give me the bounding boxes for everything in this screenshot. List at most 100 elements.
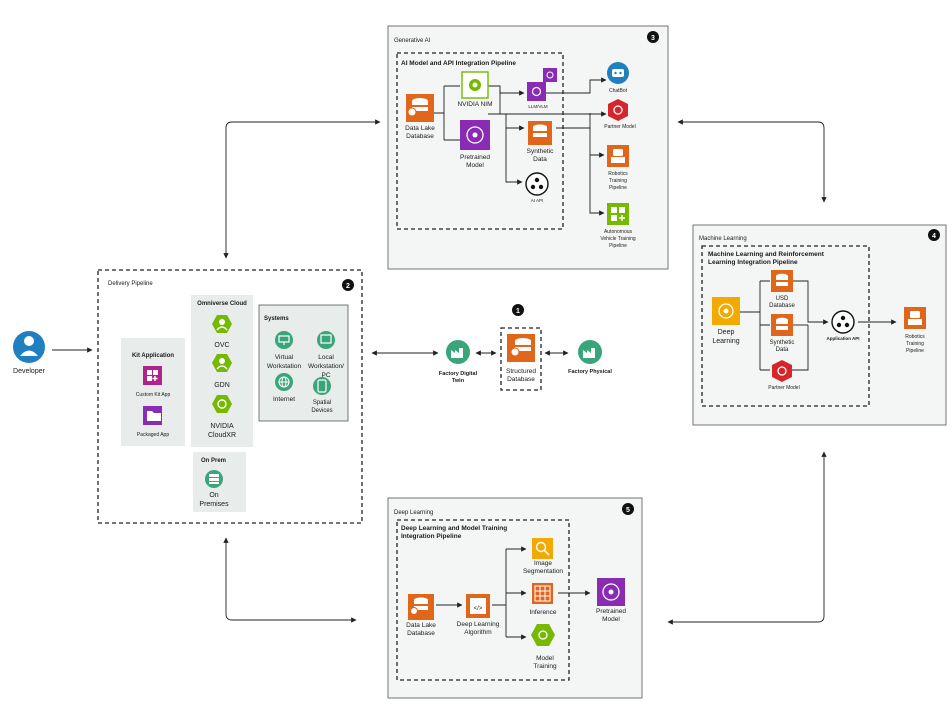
developer-icon	[13, 331, 45, 363]
connectors	[52, 119, 827, 625]
factory-physical-label: Factory Physical	[568, 369, 612, 375]
usd-database-icon	[771, 270, 793, 292]
on-premises-label-1: On	[209, 492, 218, 499]
inference-label: Inference	[529, 609, 556, 616]
usd-database-label-2: Database	[769, 303, 795, 309]
ml-deep-learning-label-1: Deep	[718, 329, 735, 336]
kit-application-title: Kit Application	[132, 353, 174, 359]
ml-pipeline-title-2: Learning Integration Pipeline	[708, 259, 798, 266]
usd-database-label-1: USD	[776, 296, 789, 302]
autonomous-vehicle-label-3: Pipeline	[609, 243, 627, 249]
ml-synthetic-label-1: Synthetic	[770, 340, 795, 346]
packaged-app-label: Packaged App	[137, 432, 169, 438]
omniverse-cloud-title: Omniverse Cloud	[197, 301, 247, 307]
image-segmentation-label-1: Image	[534, 560, 552, 567]
dl-algorithm-label-1: Deep Learning	[457, 621, 500, 628]
local-workstation-label-1: Local	[318, 354, 334, 361]
custom-kit-app-label: Custom Kit App	[136, 392, 171, 398]
generative-ai-title: Generative AI	[394, 38, 431, 44]
genai-pretrained-label-1: Pretrained	[460, 154, 490, 161]
genai-robotics-label-1: Robotics	[608, 171, 628, 177]
genai-robotics-label-3: Pipeline	[609, 185, 627, 191]
svg-text:</>: </>	[474, 606, 483, 612]
autonomous-vehicle-label-1: Autonomous	[604, 229, 633, 235]
badge-4	[928, 229, 940, 241]
arrow-delivery-genai	[223, 119, 381, 259]
on-premises-label-2: Premises	[199, 501, 229, 508]
factory-physical-icon	[578, 340, 602, 364]
llm-vlm-icon	[527, 82, 546, 101]
gdn-label: GDN	[214, 382, 230, 389]
model-training-label-1: Model	[536, 655, 554, 662]
delivery-pipeline: Delivery Pipeline 2 Kit Application Cust…	[97, 269, 363, 524]
ml-partner-model-icon	[772, 360, 792, 382]
structured-database-frame	[500, 327, 542, 391]
svg-text:5: 5	[626, 507, 630, 514]
spatial-devices-label-1: Spatial	[313, 400, 331, 406]
developer-node: Developer	[13, 331, 46, 375]
delivery-pipeline-title: Delivery Pipeline	[108, 281, 153, 287]
spatial-devices-label-2: Devices	[311, 408, 332, 414]
genai-partner-model-icon	[608, 99, 628, 121]
generative-ai-panel: Generative AI 3 AI Model and API Integra…	[387, 25, 669, 270]
dl-pipeline-frame	[396, 519, 570, 681]
virtual-workstation-icon	[275, 331, 293, 349]
structured-database-label-1: Structured	[506, 368, 536, 375]
structured-database-label-2: Database	[507, 376, 535, 383]
custom-kit-app-icon	[143, 366, 162, 385]
factory-digital-twin-label-1: Factory Digital	[439, 371, 478, 377]
application-api-icon	[831, 310, 855, 334]
svg-text:3: 3	[651, 35, 655, 42]
dl-pipeline-title-2: Integration Pipeline	[401, 533, 462, 540]
llm-vlm-secondary-icon	[543, 68, 557, 82]
badge-1	[512, 304, 524, 316]
arrow-dl-ml	[667, 451, 827, 625]
ai-api-icon	[525, 172, 549, 196]
ml-robotics-label-1: Robotics	[905, 334, 925, 340]
virtual-workstation-label-2: Workstation	[267, 363, 302, 370]
ml-pipeline-title-1: Machine Learning and Reinforcement	[708, 251, 825, 258]
image-segmentation-icon	[532, 538, 553, 559]
llm-vlm-label: LLM/VLM	[528, 104, 548, 109]
dl-pretrained-label-1: Pretrained	[596, 608, 626, 615]
machine-learning-panel: Machine Learning 4 Machine Learning and …	[692, 224, 947, 426]
local-workstation-label-3: PC	[321, 372, 330, 379]
factory-digital-twin-icon	[446, 340, 470, 364]
dl-data-lake-label-2: Database	[407, 630, 435, 637]
systems-title: Systems	[264, 316, 289, 322]
genai-synthetic-label-2: Data	[533, 156, 547, 163]
svg-text:1: 1	[516, 308, 520, 315]
svg-text:4: 4	[932, 233, 936, 240]
nvidia-nim-label: NVIDIA NIM	[457, 101, 492, 108]
cloudxr-label-1: NVIDIA	[210, 423, 234, 430]
ml-robotics-label-2: Training	[906, 341, 924, 347]
systems-box	[258, 304, 349, 422]
genai-synthetic-label-1: Synthetic	[527, 148, 554, 155]
factory-center: 1 Factory Digital Twin Structured Databa…	[439, 304, 612, 391]
genai-data-lake-label-2: Database	[406, 133, 434, 140]
developer-label: Developer	[13, 368, 46, 375]
autonomous-vehicle-label-2: Vehicle Training	[600, 236, 636, 242]
kit-application-box	[121, 338, 185, 446]
badge-2	[342, 279, 354, 291]
model-training-label-2: Training	[533, 663, 557, 670]
svg-text:2: 2	[346, 283, 350, 290]
genai-partner-model-label: Partner Model	[604, 124, 635, 130]
factory-digital-twin-label-2: Twin	[452, 378, 465, 384]
genai-robotics-label-2: Training	[609, 178, 627, 184]
arrow-genai-ml	[677, 119, 827, 203]
cloudxr-label-2: CloudXR	[208, 432, 236, 439]
genai-pretrained-label-2: Model	[466, 162, 484, 169]
application-api-label: Application API	[826, 336, 859, 341]
cloudxr-icon	[212, 395, 232, 413]
autonomous-vehicle-icon	[607, 203, 629, 225]
deep-learning-panel: Deep Learning 5 Deep Learning and Model …	[387, 497, 643, 699]
inference-icon	[532, 583, 553, 604]
on-prem-title: On Prem	[201, 458, 226, 464]
ml-partner-model-label: Partner Model	[768, 385, 799, 391]
ai-model-pipeline-frame	[396, 52, 564, 230]
ai-api-label: AI API	[531, 198, 544, 203]
badge-3	[647, 31, 659, 43]
dl-pretrained-label-2: Model	[602, 616, 620, 623]
